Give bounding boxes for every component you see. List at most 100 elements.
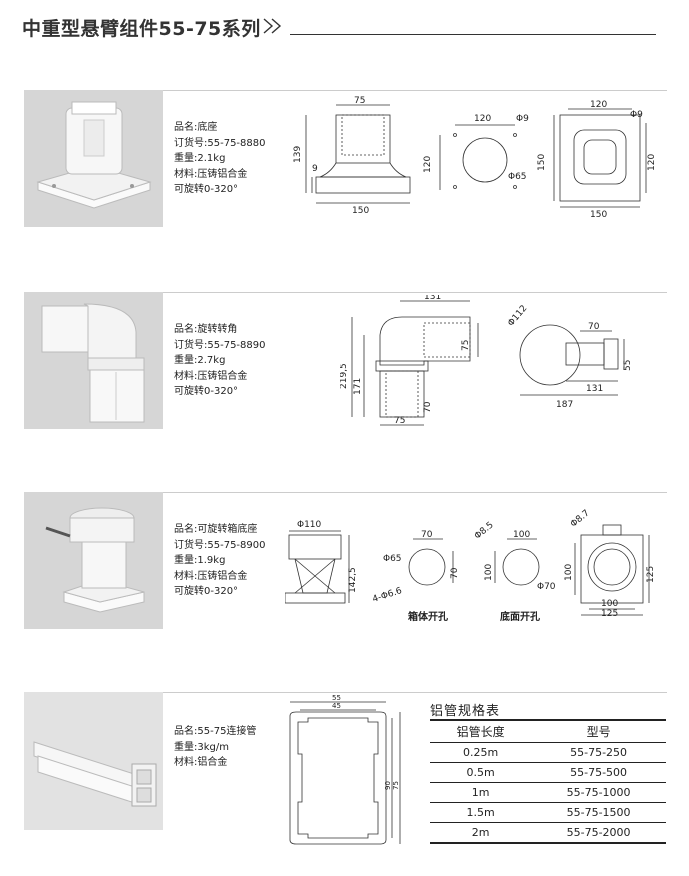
dim-label: 70 [588,322,600,332]
dim-label: 75 [392,781,400,790]
dim-label: 100 [513,530,530,540]
product-weight: 重量:1.9kg [174,555,226,567]
dim-label: 139 [293,146,303,163]
drawing-tube-section: 55 45 90 75 [289,694,401,845]
dim-label: 150 [352,206,369,216]
product-name: 品名:旋转转角 [174,324,238,335]
section-divider [163,292,667,293]
dim-label: 142,5 [348,567,358,593]
dim-label: 120 [423,156,433,173]
dim-label: Φ9 [516,114,529,124]
dim-label: 219,5 [340,363,349,389]
table-row: 2m 55-75-2000 [430,822,666,844]
product-order-no: 订货号:55-75-8880 [174,137,266,149]
table-row: 1.5m 55-75-1500 [430,802,666,823]
dim-label: 70 [421,530,433,540]
spec-cell-model: 55-75-1000 [531,782,666,803]
dim-label: 4-Φ6.6 [371,586,403,605]
section-divider [163,90,667,91]
spec-table: 铝管长度 型号 0.25m 55-75-250 0.5m 55-75-500 1… [430,719,666,844]
spec-cell-length: 1m [430,782,532,803]
dim-label: Φ70 [537,582,556,592]
dim-label: 100 [484,564,494,581]
caption-box-holes: 箱体开孔 [408,612,448,623]
product-name: 品名:底座 [174,122,218,133]
dim-label: 131 [424,295,441,302]
product-info-base: 品名:底座 订货号:55-75-8880 重量:2.1kg 材料:压铸铝合金 可… [174,120,265,198]
dim-label: 150 [537,154,547,171]
dim-label: 125 [601,609,618,617]
product-name: 品名:55-75连接管 [174,726,257,737]
section-divider [163,492,667,493]
dim-label: 75 [354,96,365,106]
section-divider [163,692,667,693]
dim-label: 120 [474,114,491,124]
dim-label: Φ65 [383,554,402,564]
dim-label: Φ112 [506,304,529,329]
dim-label: 100 [564,564,574,581]
drawing-corner: 131 75 219,5 171 70 75 Φ112 70 55 131 18… [340,295,633,426]
spec-cell-model: 55-75-250 [531,742,666,763]
product-order-no: 订货号:55-75-8890 [174,339,266,351]
drawing-box-base: Φ110 142,5 70 Φ65 70 4-Φ6.6 Φ8.5 100 100… [285,508,656,617]
spec-cell-model: 55-75-2000 [531,822,666,844]
product-rotation: 可旋转0-320° [174,586,239,598]
product-rotation: 可旋转0-320° [174,184,239,196]
table-row: 1m 55-75-1000 [430,782,666,803]
product-info-box-base: 品名:可旋转箱底座 订货号:55-75-8900 重量:1.9kg 材料:压铸铝… [174,522,265,600]
dim-label: 55 [332,694,341,702]
product-photo-corner [24,292,163,429]
dim-label: 120 [647,154,657,171]
dim-label: 75 [461,340,471,351]
product-photo-tube [24,692,163,830]
product-material: 材料:压铸铝合金 [174,168,248,180]
product-weight: 重量:2.7kg [174,355,226,367]
spec-header-length: 铝管长度 [430,719,532,743]
dim-label: 55 [623,360,633,371]
dim-label: 9 [312,164,318,174]
dim-label: 75 [394,416,405,426]
product-material: 材料:铝合金 [174,757,228,769]
product-photo-box-base [24,492,163,629]
double-chevron-icon [263,18,282,34]
dim-label: Φ8.5 [473,520,496,541]
dim-label: 150 [590,210,607,220]
dim-label: 70 [450,567,460,579]
page-title: 中重型悬臂组件55-75系列 [22,18,261,40]
dim-label: Φ8.7 [569,508,592,529]
product-material: 材料:压铸铝合金 [174,370,248,382]
product-info-corner: 品名:旋转转角 订货号:55-75-8890 重量:2.7kg 材料:压铸铝合金… [174,322,265,400]
product-name: 品名:可旋转箱底座 [174,524,258,535]
dim-label: 100 [601,599,618,609]
spec-table-title: 铝管规格表 [430,704,501,719]
dim-label: Φ9 [630,110,643,120]
product-order-no: 订货号:55-75-8900 [174,539,266,551]
title-underline [290,34,656,35]
spec-cell-length: 2m [430,822,532,844]
dim-label: 125 [646,566,656,583]
product-weight: 重量:2.1kg [174,153,226,165]
product-material: 材料:压铸铝合金 [174,570,248,582]
product-photo-base [24,90,163,227]
dim-label: Φ65 [508,172,527,182]
spec-cell-length: 0.5m [430,762,532,783]
dim-label: 171 [353,378,363,395]
product-weight: 重量:3kg/m [174,741,229,753]
spec-cell-model: 55-75-1500 [531,802,666,823]
spec-cell-length: 1.5m [430,802,532,823]
product-rotation: 可旋转0-320° [174,386,239,398]
dim-label: 70 [423,401,433,413]
caption-base-holes: 底面开孔 [500,612,540,623]
table-row: 0.25m 55-75-250 [430,742,666,763]
dim-label: 90 [384,781,392,790]
spec-header-model: 型号 [531,719,666,743]
dim-label: Φ110 [297,520,322,530]
spec-cell-model: 55-75-500 [531,762,666,783]
table-row: 0.5m 55-75-500 [430,762,666,783]
dim-label: 120 [590,100,607,110]
product-info-tube: 品名:55-75连接管 重量:3kg/m 材料:铝合金 [174,724,256,771]
drawing-base: 75 139 9 150 120 Φ9 120 Φ65 120 Φ9 150 1… [293,96,657,220]
dim-label: 131 [586,384,603,394]
dim-label: 187 [556,400,573,410]
spec-cell-length: 0.25m [430,742,532,763]
